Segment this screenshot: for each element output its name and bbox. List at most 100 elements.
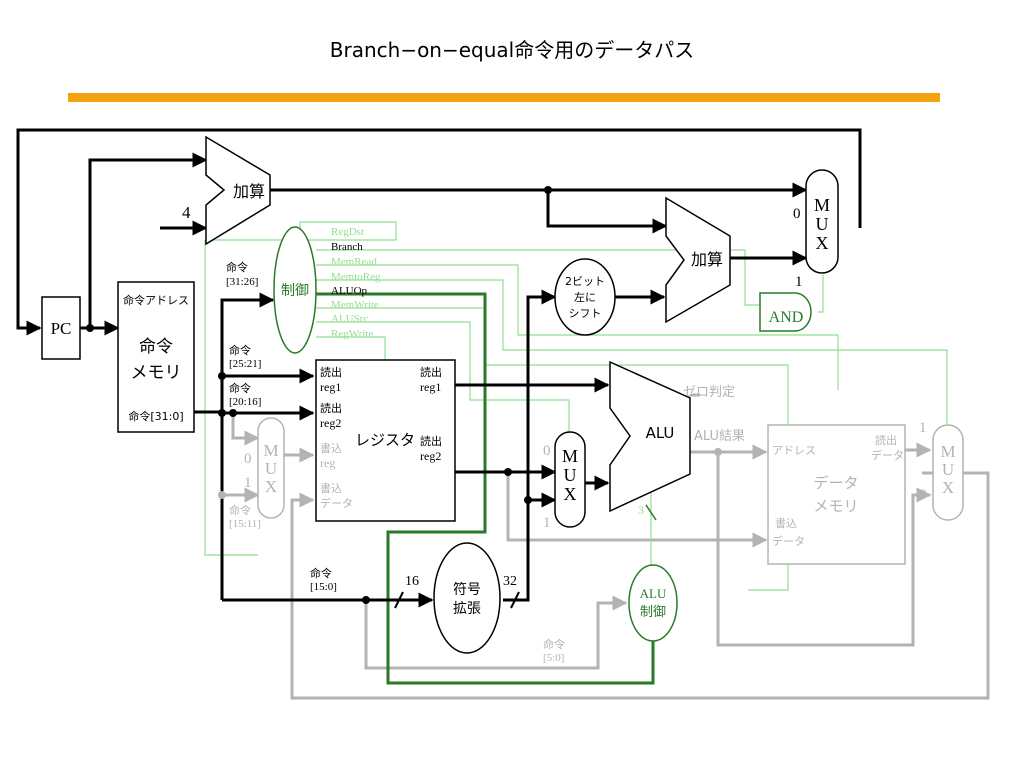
wire-reg2-to-memdata bbox=[506, 472, 768, 548]
svg-text:1: 1 bbox=[919, 420, 927, 436]
svg-text:メモリ: メモリ bbox=[813, 497, 858, 515]
alu-zero-label: ゼロ判定 bbox=[683, 385, 735, 400]
dot-pc4 bbox=[544, 186, 552, 194]
svg-text:reg2: reg2 bbox=[420, 449, 441, 463]
sig-memtoreg: MemtoReg bbox=[331, 271, 381, 283]
shift-line2: 左に bbox=[574, 291, 596, 304]
sig-memwrite: MemWrite bbox=[331, 299, 379, 311]
wire-pc4-to-branch-adder bbox=[546, 190, 668, 234]
pc-register: PC bbox=[41, 296, 81, 360]
wire-alu-result-bypass bbox=[716, 452, 932, 647]
svg-text:reg1: reg1 bbox=[320, 380, 341, 394]
svg-text:[15:0]: [15:0] bbox=[310, 581, 337, 593]
bits-3: 3 bbox=[638, 503, 644, 517]
alu-control: ALU 制御 3 bbox=[628, 503, 678, 642]
svg-text:制御: 制御 bbox=[640, 605, 666, 620]
control-unit: 制御 bbox=[273, 226, 317, 354]
control-signal-labels: RegDst Branch MemRead MemtoReg ALUOp Mem… bbox=[331, 226, 381, 340]
svg-text:命令: 命令 bbox=[229, 503, 251, 517]
line-memread bbox=[316, 264, 839, 390]
alu: ALU ゼロ判定 ALU結果 bbox=[609, 360, 745, 513]
and-label: AND bbox=[769, 309, 804, 326]
svg-text:書込: 書込 bbox=[320, 481, 342, 495]
alu-result-label: ALU結果 bbox=[694, 429, 745, 444]
line-memwrite bbox=[316, 307, 789, 591]
instruction-memory: 命令アドレス 命令 メモリ 命令[31:0] bbox=[117, 281, 195, 433]
svg-text:データ: データ bbox=[320, 496, 353, 510]
svg-text:拡張: 拡張 bbox=[453, 601, 481, 617]
line-memtoreg bbox=[316, 279, 948, 425]
control-label: 制御 bbox=[281, 283, 309, 299]
svg-text:命令: 命令 bbox=[229, 381, 251, 395]
svg-text:[20:16]: [20:16] bbox=[229, 396, 261, 408]
line-regdst bbox=[204, 221, 397, 556]
line-and-to-mux bbox=[818, 275, 824, 313]
mux-branch-in1: 1 bbox=[795, 274, 803, 290]
alu-label: ALU bbox=[646, 424, 675, 442]
svg-text:U: U bbox=[816, 214, 829, 234]
dot-imm bbox=[362, 596, 370, 604]
shift-line3: シフト bbox=[569, 307, 602, 320]
svg-text:U: U bbox=[942, 460, 954, 479]
register-file: 読出 reg1 読出 reg2 書込 reg 書込 データ レジスタ 読出 re… bbox=[315, 359, 456, 522]
svg-text:reg: reg bbox=[320, 456, 335, 470]
line-branch bbox=[316, 249, 760, 306]
mux-regdst: M U X 0 1 bbox=[244, 417, 285, 519]
svg-text:ALU: ALU bbox=[640, 586, 667, 601]
svg-text:X: X bbox=[816, 233, 829, 253]
and-gate: AND bbox=[759, 292, 812, 332]
bits-16: 16 bbox=[405, 574, 419, 589]
svg-text:M: M bbox=[562, 446, 578, 466]
line-regwrite bbox=[316, 336, 386, 360]
regfile-name: レジスタ bbox=[355, 431, 415, 449]
imem-line1: 命令 bbox=[139, 337, 173, 357]
shift-line1: 2ビット bbox=[565, 275, 605, 288]
svg-text:アドレス: アドレス bbox=[772, 444, 816, 457]
sig-regdst: RegDst bbox=[331, 226, 364, 238]
sig-branch: Branch bbox=[331, 241, 363, 253]
svg-text:データ: データ bbox=[772, 534, 805, 548]
dot-rt2 bbox=[229, 409, 237, 417]
svg-text:U: U bbox=[564, 465, 577, 485]
dot-aluresult bbox=[714, 448, 722, 456]
svg-text:reg2: reg2 bbox=[320, 416, 341, 430]
page-title: Branch−on−equal命令用のデータパス bbox=[329, 38, 695, 62]
svg-text:読出: 読出 bbox=[320, 401, 342, 415]
adder-top-label: 加算 bbox=[233, 182, 265, 201]
wire-pc-feedback bbox=[16, 128, 862, 336]
line-aluop bbox=[316, 292, 655, 685]
svg-text:1: 1 bbox=[244, 475, 252, 491]
svg-text:[5:0]: [5:0] bbox=[543, 652, 564, 664]
wire-rt-to-regdst-mux bbox=[231, 413, 260, 446]
dot-rt bbox=[218, 409, 226, 417]
adder-top: 加算 bbox=[205, 135, 271, 246]
svg-text:読出: 読出 bbox=[320, 365, 342, 379]
pc-label: PC bbox=[51, 319, 72, 338]
instr-field-labels: 命令 [31:26] 命令 [25:21] 命令 [20:16] 命令 [15:… bbox=[226, 260, 565, 664]
slash-3 bbox=[645, 504, 657, 521]
svg-text:0: 0 bbox=[543, 443, 551, 459]
svg-text:[31:26]: [31:26] bbox=[226, 276, 258, 288]
svg-text:データ: データ bbox=[813, 474, 858, 492]
adder-branch-label: 加算 bbox=[691, 250, 723, 269]
svg-text:命令: 命令 bbox=[543, 637, 565, 651]
sig-alusrc: ALUSrc bbox=[331, 313, 368, 325]
const-four: 4 bbox=[182, 203, 191, 222]
imem-out: 命令[31:0] bbox=[128, 409, 183, 423]
svg-text:命令: 命令 bbox=[229, 343, 251, 357]
svg-text:[15:11]: [15:11] bbox=[229, 518, 261, 530]
dot-rd bbox=[218, 491, 226, 499]
shift-left-2: 2ビット 左に シフト bbox=[554, 258, 616, 336]
svg-text:0: 0 bbox=[919, 487, 927, 503]
slash-16 bbox=[394, 591, 404, 609]
wire-writedata-back bbox=[290, 471, 990, 700]
dot-pc bbox=[86, 324, 94, 332]
mux-branch: M U X 0 1 bbox=[793, 169, 839, 290]
control-lines-dark bbox=[316, 292, 655, 685]
svg-text:読出: 読出 bbox=[420, 434, 442, 448]
svg-text:読出: 読出 bbox=[420, 365, 442, 379]
bits-32: 32 bbox=[503, 574, 517, 589]
svg-text:X: X bbox=[942, 478, 954, 497]
svg-text:M: M bbox=[940, 442, 955, 461]
